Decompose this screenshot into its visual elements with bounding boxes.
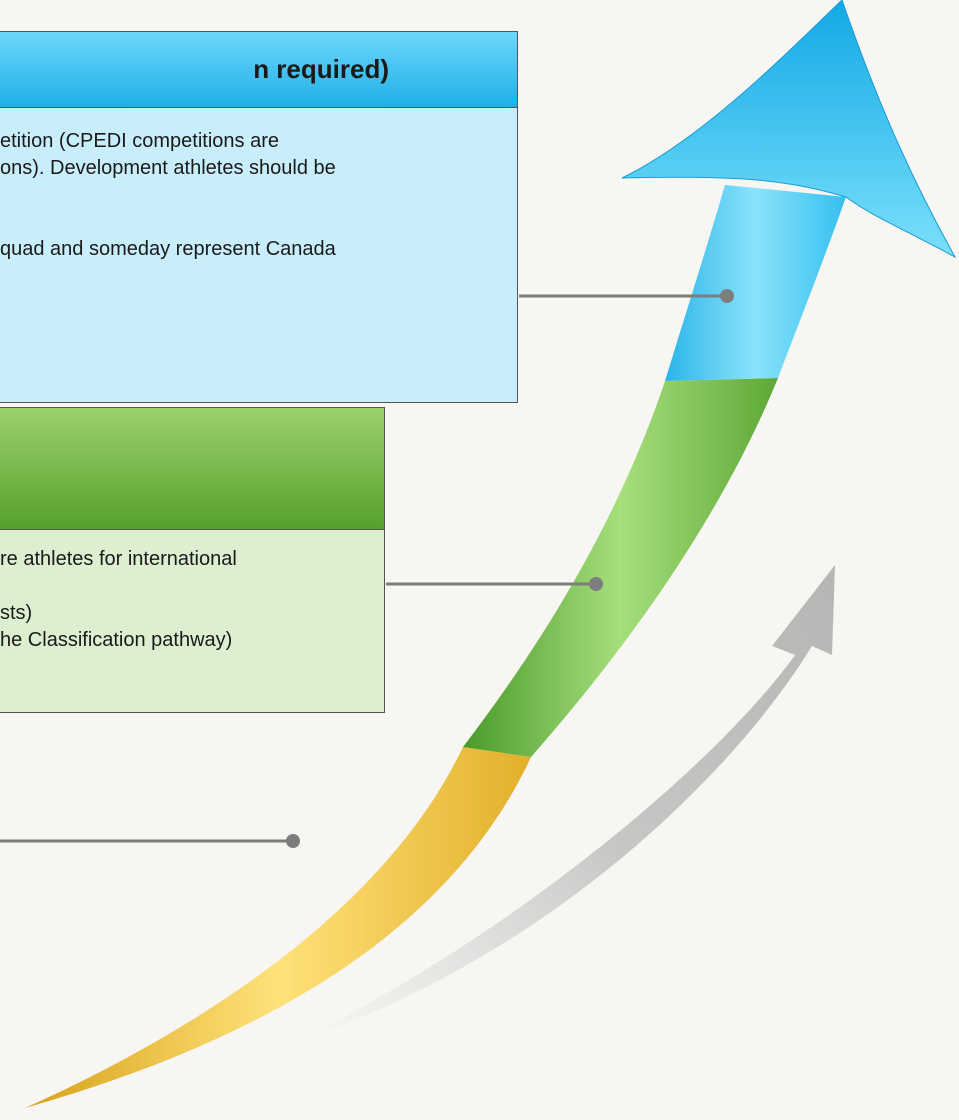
stage-panel-blue: n required) etition (CPEDI competitions …: [0, 31, 518, 403]
green-line-2: [0, 573, 384, 600]
connector-dot-yellow: [286, 834, 300, 848]
arrow-segment-yellow: [25, 747, 531, 1108]
blue-line-4: [0, 209, 513, 236]
stage-panel-blue-header: n required): [0, 32, 517, 108]
arrow-segment-blue: [665, 185, 846, 381]
green-line-4: he Classification pathway): [0, 629, 233, 651]
green-line-3: sts): [0, 602, 33, 624]
green-line-1: re athletes for international: [0, 548, 237, 570]
stage-panel-green-body: re athletes for international sts) he Cl…: [0, 530, 384, 654]
stage-panel-blue-title: n required): [253, 54, 389, 84]
connector-dot-blue: [720, 289, 734, 303]
arrowhead: [621, 0, 957, 259]
blue-line-1: etition (CPEDI competitions are: [0, 130, 280, 152]
stage-panel-green-header: [0, 408, 384, 530]
arrow-segment-green: [463, 378, 778, 757]
stage-panel-green: re athletes for international sts) he Cl…: [0, 407, 385, 713]
blue-line-2: ons). Development athletes should be: [0, 157, 336, 179]
blue-line-5: quad and someday represent Canada: [0, 238, 336, 260]
connector-dot-green: [589, 577, 603, 591]
blue-line-3: [0, 182, 513, 209]
stage-panel-blue-body: etition (CPEDI competitions are ons). De…: [0, 108, 517, 263]
